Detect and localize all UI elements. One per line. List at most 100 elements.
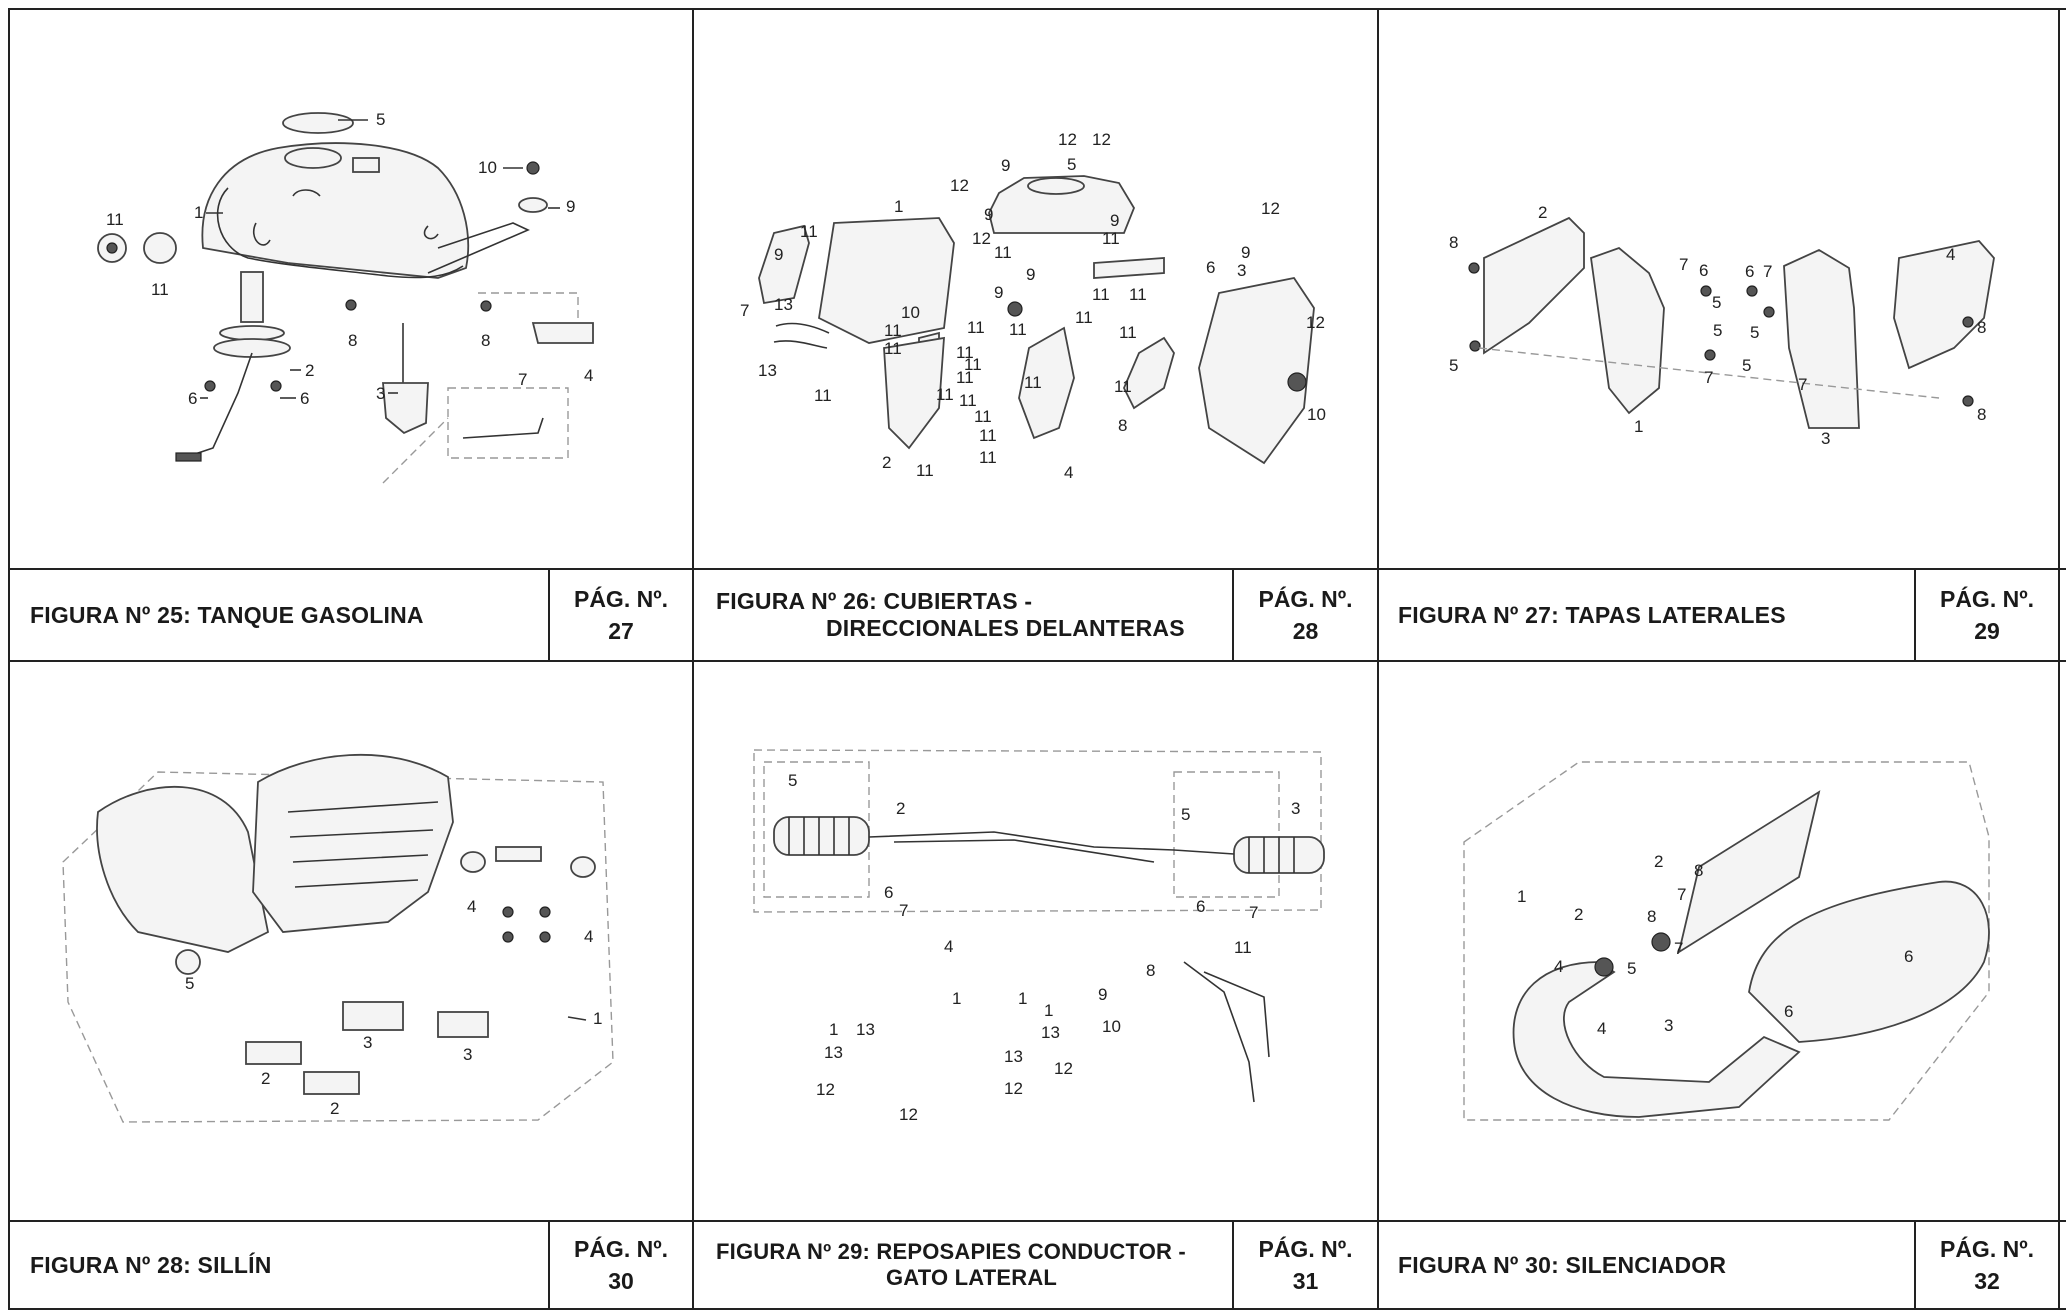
- svg-text:12: 12: [950, 176, 969, 195]
- svg-text:8: 8: [1449, 233, 1458, 252]
- svg-text:11: 11: [979, 448, 997, 467]
- svg-text:9: 9: [1098, 985, 1107, 1004]
- svg-text:11: 11: [1009, 320, 1027, 339]
- svg-text:5: 5: [1750, 323, 1759, 342]
- grid-border-top: [8, 8, 2066, 10]
- page-number: 28: [1292, 618, 1319, 644]
- svg-text:8: 8: [1977, 318, 1986, 337]
- svg-text:7: 7: [899, 901, 908, 920]
- fig25-fuel-tank-diagram: 5 10 9 11 11 1 2 6 6 8 8 3 7 4: [97, 110, 594, 484]
- svg-text:5: 5: [788, 771, 797, 790]
- svg-text:6: 6: [1699, 261, 1708, 280]
- svg-text:6: 6: [884, 883, 893, 902]
- svg-text:12: 12: [972, 229, 991, 248]
- svg-text:13: 13: [856, 1020, 875, 1039]
- svg-text:12: 12: [1306, 313, 1325, 332]
- grid-divider: [8, 660, 2066, 662]
- svg-text:9: 9: [1026, 265, 1035, 284]
- page-reference: PÁG. Nº. 29: [1916, 570, 2058, 660]
- svg-text:1: 1: [1044, 1001, 1053, 1020]
- svg-text:12: 12: [1058, 130, 1077, 149]
- svg-text:10: 10: [1102, 1017, 1121, 1036]
- svg-text:4: 4: [944, 937, 953, 956]
- svg-text:7: 7: [1763, 262, 1772, 281]
- svg-text:7: 7: [1704, 368, 1713, 387]
- svg-text:4: 4: [1064, 463, 1073, 482]
- svg-text:1: 1: [1018, 989, 1027, 1008]
- svg-text:8: 8: [348, 331, 357, 350]
- svg-text:9: 9: [1110, 211, 1119, 230]
- svg-text:10: 10: [901, 303, 920, 322]
- svg-text:7: 7: [1674, 939, 1683, 958]
- figure-caption: FIGURA Nº 29: REPOSAPIES CONDUCTOR - GAT…: [716, 1222, 1231, 1308]
- svg-text:8: 8: [1647, 907, 1656, 926]
- svg-text:1: 1: [1517, 887, 1526, 906]
- svg-text:9: 9: [994, 283, 1003, 302]
- page-number: 27: [608, 618, 634, 644]
- grid-divider: [8, 568, 2066, 570]
- svg-text:11: 11: [814, 386, 832, 405]
- svg-text:1: 1: [952, 989, 961, 1008]
- page-cell-divider: [1232, 1220, 1234, 1308]
- figure-title-line2: GATO LATERAL: [886, 1265, 1058, 1290]
- svg-text:11: 11: [1102, 229, 1120, 248]
- svg-text:13: 13: [824, 1043, 843, 1062]
- svg-text:11: 11: [1075, 308, 1093, 327]
- svg-text:2: 2: [261, 1069, 270, 1088]
- svg-text:9: 9: [774, 245, 783, 264]
- svg-text:4: 4: [1597, 1019, 1606, 1038]
- page-cell-divider: [548, 568, 550, 660]
- svg-text:12: 12: [1004, 1079, 1023, 1098]
- svg-text:2: 2: [305, 361, 314, 380]
- svg-text:7: 7: [1677, 885, 1686, 904]
- svg-text:11: 11: [1129, 285, 1147, 304]
- svg-text:2: 2: [1654, 852, 1663, 871]
- svg-text:1: 1: [194, 203, 203, 222]
- fig28-seat-diagram: 4 4 5 3 3 2 2 1: [62, 753, 614, 1123]
- svg-text:11: 11: [974, 407, 992, 426]
- svg-text:7: 7: [740, 301, 749, 320]
- svg-text:12: 12: [1054, 1059, 1073, 1078]
- svg-text:4: 4: [1554, 957, 1563, 976]
- svg-text:11: 11: [967, 318, 985, 337]
- svg-text:13: 13: [774, 295, 793, 314]
- page-reference: PÁG. Nº. 30: [550, 1222, 692, 1308]
- page-label: PÁG. Nº.: [573, 586, 669, 612]
- svg-text:11: 11: [884, 339, 902, 358]
- svg-text:11: 11: [916, 461, 934, 480]
- svg-text:8: 8: [481, 331, 490, 350]
- svg-text:9: 9: [566, 197, 575, 216]
- page-label: PÁG. Nº.: [1939, 586, 2035, 612]
- svg-text:1: 1: [829, 1020, 838, 1039]
- svg-text:5: 5: [1181, 805, 1190, 824]
- svg-text:1: 1: [1634, 417, 1643, 436]
- svg-text:3: 3: [376, 384, 385, 403]
- svg-text:3: 3: [463, 1045, 472, 1064]
- page-cell-divider: [1914, 568, 1916, 660]
- grid-border-bottom: [8, 1308, 2066, 1310]
- svg-text:13: 13: [1004, 1047, 1023, 1066]
- svg-text:7: 7: [1798, 375, 1807, 394]
- svg-text:6: 6: [1206, 258, 1215, 277]
- page-number: 32: [1974, 1268, 2000, 1294]
- grid-divider: [1377, 8, 1379, 1310]
- figure-title: FIGURA Nº 30: SILENCIADOR: [1398, 1251, 1727, 1278]
- svg-text:3: 3: [1664, 1016, 1673, 1035]
- page-reference: PÁG. Nº. 32: [1916, 1222, 2058, 1308]
- page-number: 31: [1292, 1268, 1319, 1294]
- svg-text:6: 6: [300, 389, 309, 408]
- figure-title-line2: DIRECCIONALES DELANTERAS: [826, 615, 1185, 641]
- svg-text:1: 1: [894, 197, 903, 216]
- svg-text:11: 11: [1119, 323, 1137, 342]
- svg-text:12: 12: [899, 1105, 918, 1124]
- grid-border-left: [8, 8, 10, 1310]
- page-cell-divider: [1232, 568, 1234, 660]
- svg-text:11: 11: [1092, 285, 1110, 304]
- svg-text:4: 4: [584, 366, 593, 385]
- svg-text:13: 13: [1041, 1023, 1060, 1042]
- svg-text:11: 11: [956, 368, 974, 387]
- page-reference: PÁG. Nº. 27: [550, 570, 692, 660]
